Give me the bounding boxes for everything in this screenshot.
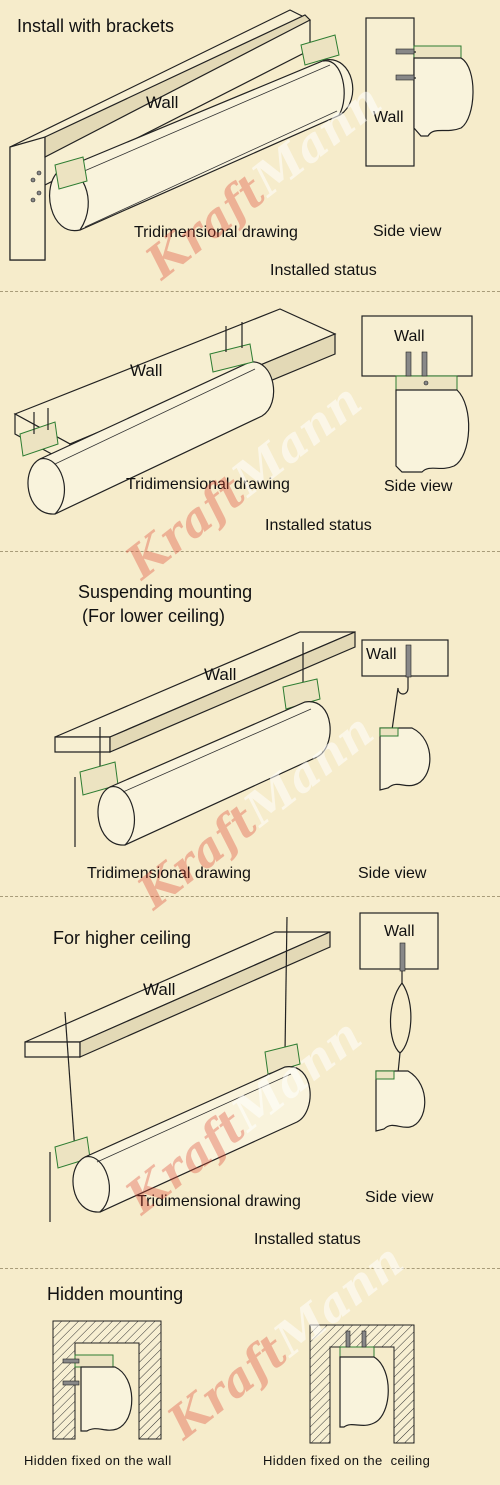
side-view — [359, 912, 439, 1132]
section-divider — [0, 896, 500, 897]
wall-label-3d: Wall — [146, 93, 179, 112]
wall-label-side: Wall — [366, 646, 397, 663]
tridimensional-drawing — [13, 308, 337, 515]
caption-tridimensional: Tridimensional drawing — [137, 1193, 301, 1210]
section-title: Install with brackets — [17, 16, 175, 36]
caption-side-view: Side view — [384, 478, 453, 495]
side-view — [361, 639, 449, 791]
wall-label-3d: Wall — [130, 361, 163, 380]
section-ceiling-brackets: Wall Wall Tridimensional drawing Side vi… — [0, 292, 500, 550]
caption-side-view: Side view — [373, 223, 442, 240]
section-divider — [0, 291, 500, 292]
wall-label-side: Wall — [384, 923, 415, 940]
side-view — [365, 17, 474, 167]
tridimensional-drawing — [24, 916, 331, 1222]
section-higher-ceiling: For higher ceiling Wall Wall Tridimensi — [0, 897, 500, 1267]
section-suspending-mounting: Suspending mounting (For lower ceiling) … — [0, 552, 500, 896]
section-title: For higher ceiling — [53, 928, 192, 948]
caption-side-view: Side view — [358, 865, 427, 882]
hidden-wall-drawing — [52, 1320, 162, 1440]
section-hidden-mounting: Hidden mounting Hidden fixed on the wall… — [0, 1269, 500, 1485]
caption-hidden-wall: Hidden fixed on the wall — [24, 1453, 172, 1468]
hidden-ceiling-drawing — [309, 1324, 415, 1444]
caption-side-view: Side view — [365, 1189, 434, 1206]
wall-label-3d: Wall — [143, 980, 176, 999]
section-install-with-brackets: Install with brackets Wall — [0, 0, 500, 290]
tridimensional-drawing — [54, 631, 356, 847]
wall-label-3d: Wall — [204, 665, 237, 684]
caption-hidden-ceiling: Hidden fixed on the ceiling — [263, 1453, 431, 1468]
section-subtitle: (For lower ceiling) — [82, 606, 226, 626]
section-divider — [0, 1268, 500, 1269]
wall-label-side: Wall — [373, 109, 404, 126]
section-title: Suspending mounting — [78, 582, 253, 602]
section-divider — [0, 551, 500, 552]
wall-label-side: Wall — [394, 328, 425, 345]
installed-status-label: Installed status — [265, 517, 372, 534]
installed-status-label: Installed status — [254, 1231, 361, 1248]
caption-tridimensional: Tridimensional drawing — [126, 476, 290, 493]
section-title: Hidden mounting — [47, 1284, 184, 1304]
tridimensional-drawing — [9, 9, 354, 261]
installed-status-label: Installed status — [270, 262, 377, 279]
side-view — [361, 315, 473, 473]
caption-tridimensional: Tridimensional drawing — [87, 865, 251, 882]
caption-tridimensional: Tridimensional drawing — [134, 224, 298, 241]
